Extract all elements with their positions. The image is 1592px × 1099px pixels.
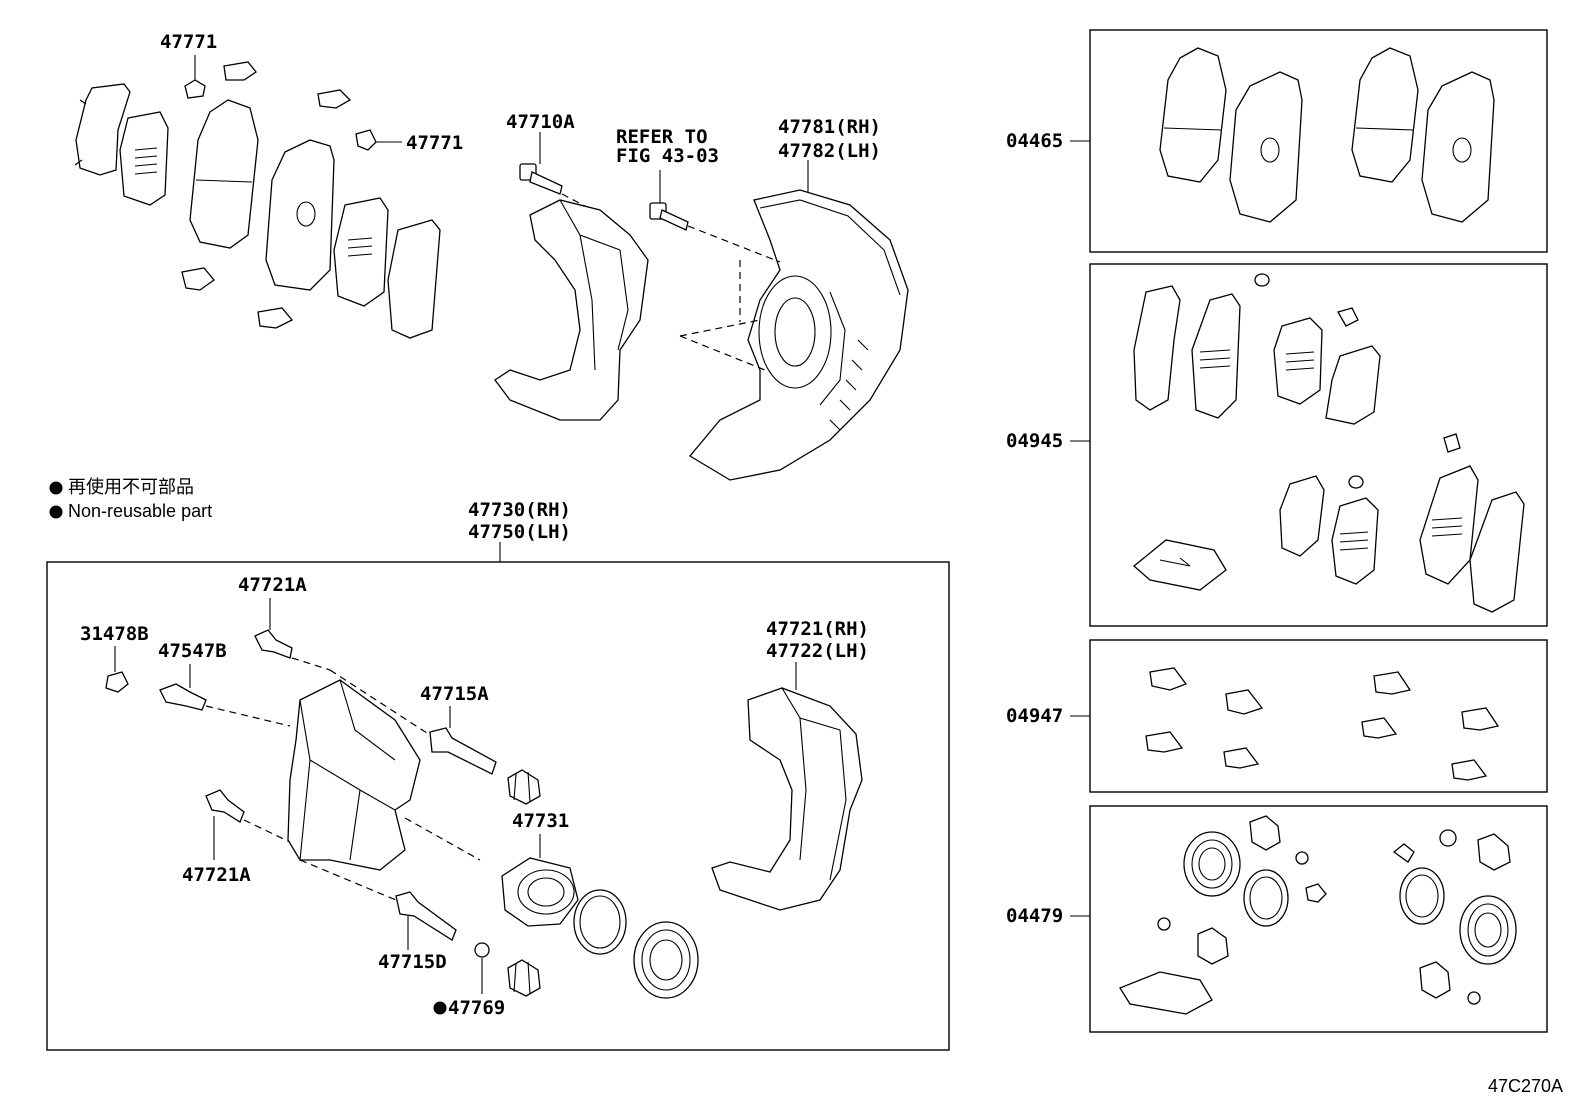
- non-reusable-dot-icon: [433, 1001, 447, 1015]
- part-number-47730: 47730(RH): [468, 499, 571, 521]
- kit-04947-clips: [1145, 667, 1500, 781]
- caliper-assembly-box: [46, 561, 950, 1051]
- legend: 再使用不可部品 Non-reusable part: [49, 477, 212, 521]
- kit-number-04947: 04947: [1006, 705, 1063, 727]
- part-number-47710A: 47710A: [506, 111, 575, 133]
- kit-04945-shims: [1132, 273, 1525, 613]
- part-number-31478B: 31478B: [80, 623, 149, 645]
- part-number-47721A-bottom: 47721A: [182, 864, 251, 886]
- part-number-47715A: 47715A: [420, 683, 489, 705]
- caliper-mounting-bracket: [494, 132, 689, 421]
- kit-number-04479: 04479: [1006, 905, 1063, 927]
- part-number-47715D: 47715D: [378, 951, 447, 973]
- legend-text-jp: 再使用不可部品: [68, 477, 194, 497]
- part-number-47721: 47721(RH): [766, 618, 869, 640]
- caliper-parts-drawing: [105, 598, 863, 999]
- refer-to-line1: REFER TO: [616, 126, 708, 148]
- part-number-47731: 47731: [512, 810, 569, 832]
- kit-number-04945: 04945: [1006, 430, 1063, 452]
- kit-04479-seals: [1119, 815, 1517, 1015]
- brake-pad-group: [74, 55, 441, 339]
- part-number-47782: 47782(LH): [778, 140, 881, 162]
- part-number-47771-right: 47771: [406, 132, 463, 154]
- part-number-47750: 47750(LH): [468, 521, 571, 543]
- brake-dust-shield: [679, 160, 909, 481]
- kit-04465-pads: [1159, 47, 1495, 223]
- filled-dot-icon: [49, 481, 63, 495]
- refer-to-line2: FIG 43-03: [616, 145, 719, 167]
- part-number-47722: 47722(LH): [766, 640, 869, 662]
- kit-box-04945: [1089, 263, 1548, 627]
- filled-dot-icon: [49, 505, 63, 519]
- part-number-47781: 47781(RH): [778, 116, 881, 138]
- part-number-47771-top: 47771: [160, 31, 217, 53]
- figure-code: 47C270A: [1488, 1076, 1563, 1096]
- kit-box-04479: [1089, 805, 1548, 1033]
- part-number-47721A-top: 47721A: [238, 574, 307, 596]
- part-number-47547B: 47547B: [158, 640, 227, 662]
- part-number-47769: 47769: [448, 997, 505, 1019]
- legend-text-en: Non-reusable part: [68, 501, 212, 521]
- kit-number-04465: 04465: [1006, 130, 1063, 152]
